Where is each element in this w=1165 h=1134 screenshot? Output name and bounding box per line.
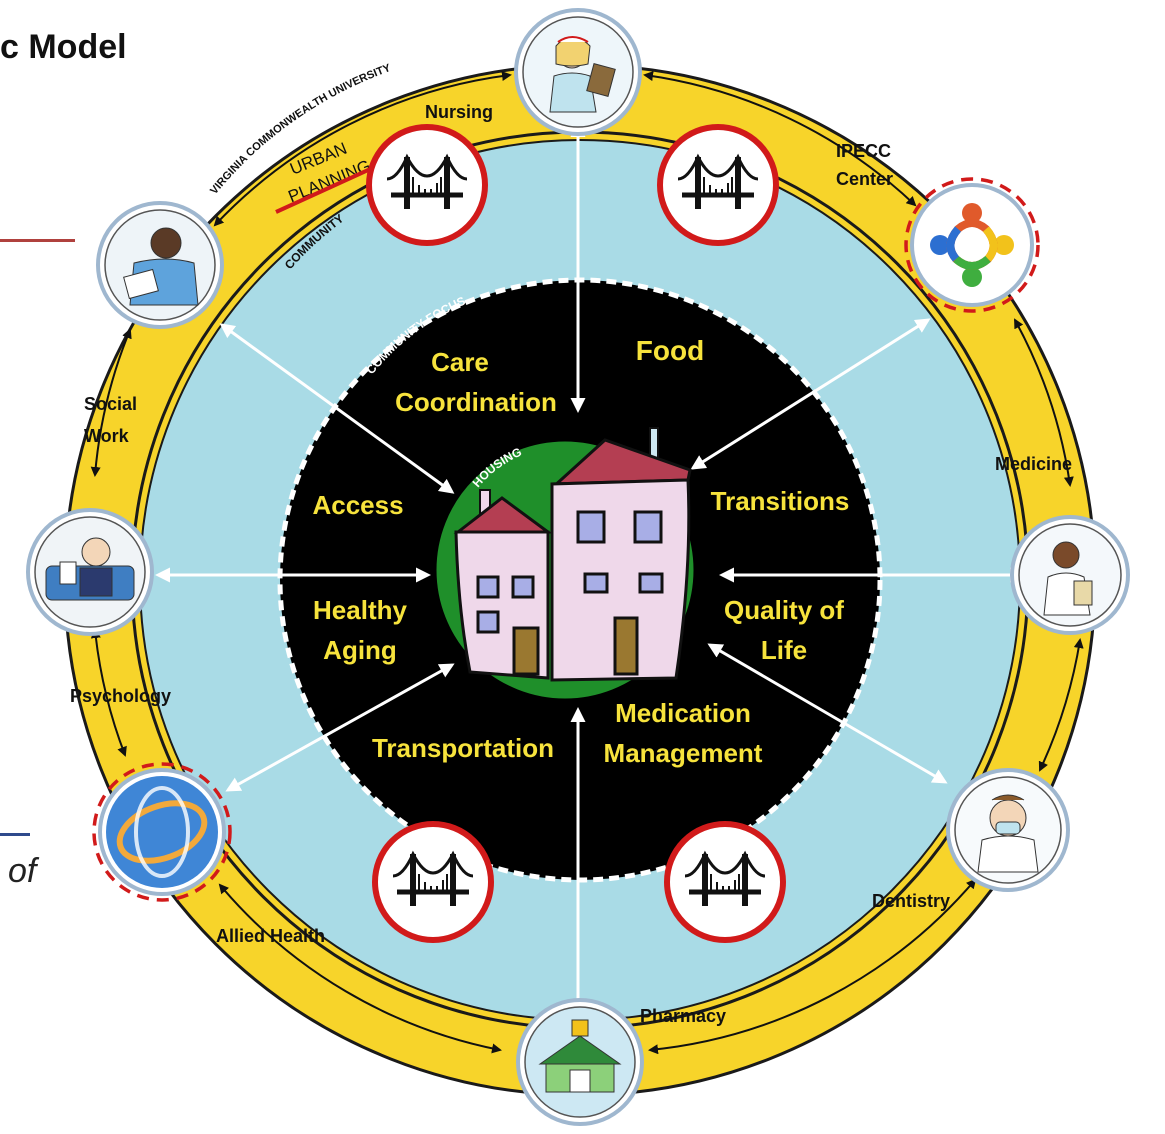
- quality-of-life-label-line2: Life: [761, 635, 807, 665]
- medication-management-label-line2: Management: [604, 738, 763, 768]
- medicine-label: Medicine: [995, 454, 1072, 474]
- food-label: Food: [636, 335, 704, 366]
- social-worker-icon: [96, 201, 224, 329]
- blue-rule: [0, 833, 30, 836]
- healthy-aging-label-line2: Aging: [323, 635, 397, 665]
- psychology-label: Psychology: [70, 686, 171, 706]
- ipecc-label-line2: Center: [836, 169, 893, 189]
- bridge-icon: [366, 124, 488, 246]
- nursing-label: Nursing: [425, 102, 493, 122]
- arrow-allied-health: [225, 663, 455, 792]
- arrow-dentistry: [707, 643, 948, 784]
- ipecc-label-line1: IPECC: [836, 141, 891, 161]
- team-icon: [904, 177, 1040, 313]
- bridge-icon: [372, 821, 494, 943]
- transportation-label: Transportation: [372, 733, 554, 763]
- discipline-ring-arrows: [90, 71, 1084, 1055]
- dentistry-label: Dentistry: [872, 891, 950, 911]
- bridge-icon: [657, 124, 779, 246]
- arrow-social-work: [219, 323, 455, 494]
- care-coordination-label-line1: Care: [431, 347, 489, 377]
- transitions-label: Transitions: [711, 486, 850, 516]
- allied-health-icon: [92, 762, 232, 902]
- social-work-label-line2: Work: [84, 426, 130, 446]
- allied-health-label: Allied Health: [216, 926, 325, 946]
- housing-building-icon: [453, 427, 692, 682]
- arrow-ipecc: [690, 318, 931, 470]
- pharmacy-icon: [516, 998, 644, 1126]
- dentist-icon: [946, 768, 1070, 892]
- title-fragment: c Model: [0, 28, 127, 66]
- doctor-icon: [1010, 515, 1130, 635]
- access-label: Access: [312, 490, 403, 520]
- social-work-label-line1: Social: [84, 394, 137, 414]
- medication-management-label-line1: Medication: [615, 698, 751, 728]
- care-coordination-label-line2: Coordination: [395, 387, 557, 417]
- psychologist-icon: [26, 508, 154, 636]
- pharmacy-label: Pharmacy: [640, 1006, 726, 1026]
- italic-fragment: of: [8, 852, 37, 890]
- connection-arrows: [155, 122, 1025, 1053]
- bridge-icon: [664, 821, 786, 943]
- red-rule: [0, 239, 75, 242]
- nurse-icon: [514, 8, 642, 136]
- healthy-aging-label-line1: Healthy: [313, 595, 407, 625]
- quality-of-life-label-line1: Quality of: [724, 595, 844, 625]
